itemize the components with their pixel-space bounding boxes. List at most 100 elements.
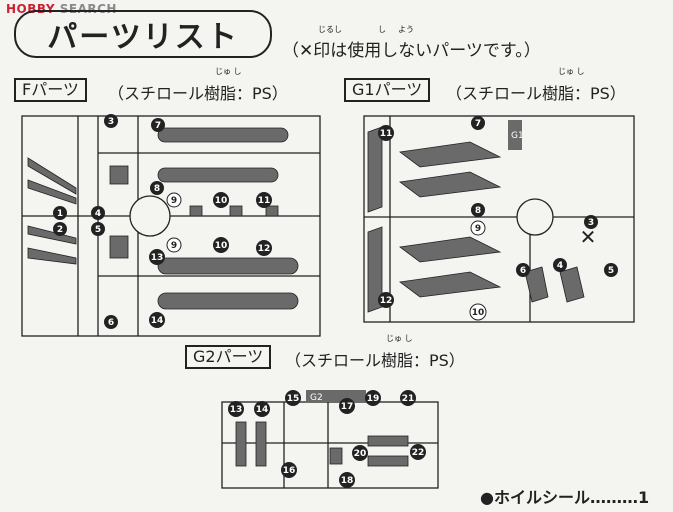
- g1-part-6: 6: [516, 263, 530, 277]
- svg-text:9: 9: [475, 224, 481, 234]
- svg-text:14: 14: [256, 405, 269, 415]
- svg-text:9: 9: [171, 241, 177, 251]
- svg-text:16: 16: [283, 466, 296, 476]
- svg-text:17: 17: [341, 402, 354, 412]
- g1-unused-cross-mark: ✕: [580, 225, 597, 249]
- g1-material-ruby: じゅ し: [558, 67, 585, 76]
- f-part-13: 13: [149, 249, 165, 265]
- g1-material-label: （スチロール樹脂：PS）: [446, 84, 626, 103]
- svg-text:3: 3: [588, 218, 594, 228]
- f-part-14: 14: [149, 312, 165, 328]
- g2-material-label: （スチロール樹脂：PS）: [285, 351, 465, 370]
- svg-text:21: 21: [402, 394, 415, 404]
- svg-text:6: 6: [520, 266, 526, 276]
- svg-text:3: 3: [108, 117, 114, 127]
- svg-text:9: 9: [171, 196, 177, 206]
- svg-text:22: 22: [412, 448, 425, 458]
- svg-text:12: 12: [380, 296, 393, 306]
- svg-text:4: 4: [557, 261, 563, 271]
- g1-frame-label: G1: [511, 131, 524, 141]
- g2-runner-diagram: G2: [221, 390, 439, 489]
- g2-part-18: 18: [339, 472, 355, 488]
- svg-text:11: 11: [258, 196, 271, 206]
- f-runner-diagram: [21, 115, 321, 337]
- g2-part-17: 17: [339, 398, 355, 414]
- g2-material-ruby: じゅ し: [386, 334, 413, 343]
- svg-text:8: 8: [475, 206, 481, 216]
- svg-text:10: 10: [472, 308, 485, 318]
- g1-parts-tag: G1パーツ: [344, 78, 431, 102]
- g2-frame-tab: [306, 390, 366, 402]
- svg-text:8: 8: [154, 184, 160, 194]
- svg-text:7: 7: [475, 119, 481, 129]
- g1-frame-tab: [508, 120, 522, 150]
- note-ruby-2: し: [378, 25, 386, 34]
- f-part-7: 7: [151, 118, 165, 132]
- svg-text:6: 6: [108, 318, 114, 328]
- f-material-label: （スチロール樹脂：PS）: [108, 84, 288, 103]
- g2-part-16: 16: [281, 462, 297, 478]
- f-part-11: 11: [256, 192, 272, 208]
- g1-part-7: 7: [471, 116, 485, 130]
- f-material-ruby: じゅ し: [215, 67, 242, 76]
- svg-text:11: 11: [380, 129, 393, 139]
- g1-part-11: 11: [378, 125, 394, 141]
- f-part-10b: 10: [213, 237, 229, 253]
- f-part-9a: 9: [166, 192, 182, 208]
- f-part-1: 1: [53, 206, 67, 220]
- svg-text:2: 2: [57, 225, 63, 235]
- svg-text:5: 5: [608, 266, 614, 276]
- page-title-text: パーツリスト: [47, 20, 239, 55]
- note-ruby-3: よう: [398, 25, 414, 34]
- f-parts-tag: Fパーツ: [14, 78, 87, 102]
- g2-part-21: 21: [400, 390, 416, 406]
- svg-text:7: 7: [155, 121, 161, 131]
- site-watermark: HOBBY SEARCH: [6, 2, 117, 16]
- unused-parts-note: （✕印は使用しないパーツです。）: [282, 41, 541, 61]
- g2-part-19: 19: [365, 390, 381, 406]
- page-title: パーツリスト: [14, 10, 272, 58]
- f-part-3: 3: [104, 114, 118, 128]
- note-ruby-1: じるし: [318, 25, 342, 34]
- g1-part-4: 4: [553, 258, 567, 272]
- g2-frame-label: G2: [310, 393, 323, 403]
- foil-sticker-note: ●ホイルシール………1: [480, 488, 650, 507]
- f-part-10a: 10: [213, 192, 229, 208]
- svg-text:4: 4: [95, 209, 101, 219]
- f-part-8: 8: [150, 181, 164, 195]
- g2-part-22: 22: [410, 444, 426, 460]
- g2-parts-tag: G2パーツ: [185, 345, 272, 369]
- svg-text:12: 12: [258, 244, 271, 254]
- watermark-brand: HOBBY: [6, 2, 56, 16]
- svg-text:14: 14: [151, 316, 164, 326]
- svg-text:10: 10: [215, 241, 228, 251]
- g1-part-9: 9: [470, 220, 486, 236]
- g1-part-3: 3: [584, 215, 598, 229]
- f-part-6: 6: [104, 315, 118, 329]
- svg-text:20: 20: [354, 449, 367, 459]
- svg-text:5: 5: [95, 225, 101, 235]
- svg-text:13: 13: [230, 405, 243, 415]
- svg-text:10: 10: [215, 196, 228, 206]
- g1-part-12: 12: [378, 292, 394, 308]
- svg-text:18: 18: [341, 476, 354, 486]
- g1-part-5: 5: [604, 263, 618, 277]
- f-part-12: 12: [256, 240, 272, 256]
- g1-part-8: 8: [471, 203, 485, 217]
- svg-text:15: 15: [287, 394, 300, 404]
- svg-text:1: 1: [57, 209, 63, 219]
- g2-part-20: 20: [352, 445, 368, 461]
- f-part-5: 5: [91, 222, 105, 236]
- g2-part-15: 15: [285, 390, 301, 406]
- f-part-4: 4: [91, 206, 105, 220]
- g2-part-13: 13: [228, 401, 244, 417]
- f-part-2: 2: [53, 222, 67, 236]
- watermark-brand-rest: SEARCH: [55, 2, 117, 16]
- g2-part-14: 14: [254, 401, 270, 417]
- f-part-9b: 9: [166, 237, 182, 253]
- svg-text:19: 19: [367, 394, 380, 404]
- g1-part-10: 10: [469, 303, 487, 321]
